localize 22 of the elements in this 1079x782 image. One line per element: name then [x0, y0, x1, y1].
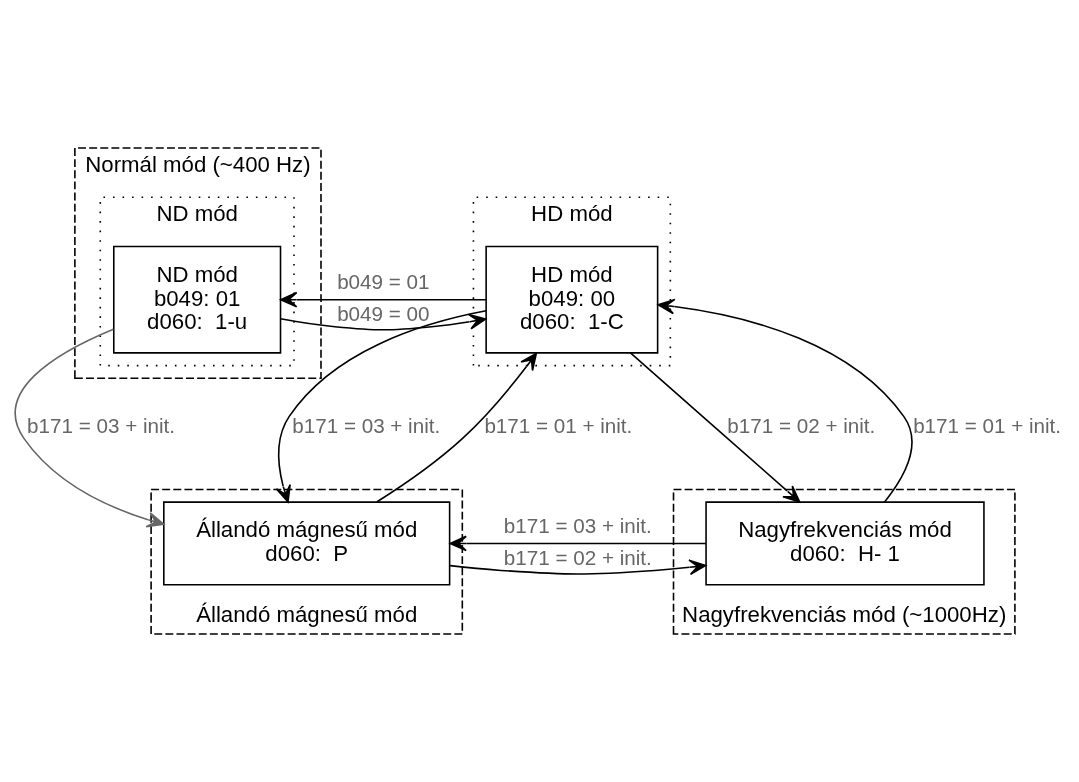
edge-label: b049 = 01	[337, 270, 430, 294]
arrow	[657, 298, 913, 503]
arrow	[280, 291, 487, 308]
arrow	[14, 328, 165, 528]
edge-label: b171 = 01 + init.	[913, 413, 1062, 437]
arrow	[449, 535, 707, 552]
edge-label: b171 = 02 + init.	[727, 413, 876, 437]
edge-label: b171 = 03 + init.	[292, 413, 441, 437]
node-box: HD mód b049: 00 d060: 1-C	[485, 245, 659, 354]
arrow	[449, 559, 707, 576]
node-box: ND mód b049: 01 d060: 1-u	[113, 245, 282, 354]
edge-label: b171 = 02 + init.	[503, 545, 652, 569]
arrow	[279, 313, 487, 331]
edge-label: b171 = 03 + init.	[27, 413, 176, 437]
node-box: Állandó mágnesű mód d060: P	[163, 501, 451, 586]
arrow	[375, 352, 538, 503]
edge-label: b171 = 03 + init.	[503, 513, 652, 537]
node-box: Nagyfrekvenciás mód d060: H- 1	[705, 501, 985, 586]
edge-label: b171 = 01 + init.	[484, 413, 633, 437]
edge-label: b049 = 00	[337, 301, 430, 325]
arrow	[629, 352, 801, 503]
arrow	[275, 310, 487, 503]
